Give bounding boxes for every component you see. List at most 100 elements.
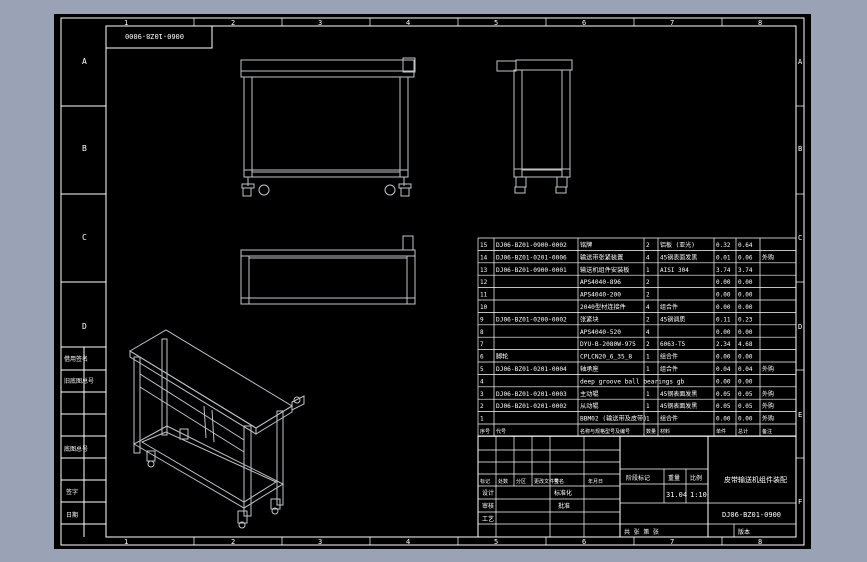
bom-cell-code: DJ06-BZ01-0201-0002 — [496, 403, 567, 410]
bom-cell-qty: 2 — [646, 279, 650, 286]
bom-cell-note: 外购 — [762, 415, 774, 423]
bom-cell-unit_weight: 0.00 — [716, 354, 731, 361]
bom-cell-qty: 1 — [646, 366, 650, 373]
change-header: 标记 — [480, 478, 490, 485]
bom-header-code: 代号 — [496, 428, 506, 435]
bom-cell-no: 15 — [480, 242, 488, 249]
bom-cell-no: 3 — [480, 391, 484, 398]
version-label: 版本 — [738, 528, 750, 536]
bom-header-material: 材料 — [660, 428, 670, 435]
bom-cell-no: 4 — [480, 378, 484, 385]
weight-value: 31.04 — [666, 491, 687, 499]
bom-cell-name: BBM02 (输送带及皮带) — [580, 415, 647, 423]
bom-cell-name: 从动辊 — [580, 402, 599, 410]
bom-header-total_weight: 总计 — [738, 428, 748, 435]
strip-label: 旧底图总号 — [64, 377, 94, 385]
change-header: 分区 — [516, 478, 526, 485]
bom-cell-qty: 1 — [646, 354, 650, 361]
bom-cell-name: 张紧块 — [580, 315, 599, 323]
bom-cell-code: 脚轮 — [496, 353, 508, 361]
bom-cell-unit_weight: 0.11 — [716, 316, 731, 323]
bom-cell-name: DYU-B-2080W-975 — [580, 341, 636, 348]
zone-ticks — [193, 18, 804, 545]
bom-cell-name: 轴承座 — [580, 365, 599, 373]
zone-col-label: 5 — [494, 19, 498, 27]
bom-header-no: 序号 — [480, 428, 490, 435]
bom-cell-note: 外购 — [762, 253, 774, 261]
scale-label: 比例 — [690, 474, 702, 482]
role-label: 设计 — [482, 489, 494, 497]
bom-cell-unit_weight: 0.04 — [716, 366, 731, 373]
zone-col-label: 6 — [582, 538, 586, 546]
bom-cell-qty: 2 — [646, 316, 650, 323]
bom-cell-name: APS4040-896 — [580, 279, 621, 286]
bom-cell-total_weight: 0.04 — [738, 366, 753, 373]
zone-col-label: 3 — [318, 19, 322, 27]
bom-cell-material: 组合件 — [660, 415, 678, 423]
bom-cell-unit_weight: 0.00 — [716, 304, 731, 311]
bom-cell-total_weight: 0.00 — [738, 292, 753, 299]
bom-cell-unit_weight: 0.00 — [716, 329, 731, 336]
bom-cell-name: APS4040-520 — [580, 329, 621, 336]
zone-row-label: A — [82, 57, 87, 66]
bom-cell-no: 9 — [480, 316, 484, 323]
zone-row-label: A — [798, 58, 803, 66]
zone-row-label: D — [798, 323, 802, 331]
bom-cell-unit_weight: 0.05 — [716, 391, 731, 398]
zone-col-label: 1 — [124, 19, 128, 27]
zone-col-label: 2 — [231, 19, 235, 27]
front-view — [240, 57, 416, 197]
bom-cell-unit_weight: 0.32 — [716, 242, 731, 249]
bom-cell-total_weight: 0.00 — [738, 378, 753, 385]
bom-cell-code: DJ06-BZ01-0201-0003 — [496, 391, 567, 398]
bom-cell-total_weight: 0.06 — [738, 254, 753, 261]
zone-col-label: 6 — [582, 19, 586, 27]
bom-cell-qty: 4 — [646, 254, 650, 261]
zone-rows-right: A B C D E F — [798, 58, 803, 506]
bom-cell-material: 组合件 — [660, 303, 678, 311]
weight-label: 重量 — [668, 474, 680, 482]
part-name: 皮带输送机组件装配 — [724, 475, 787, 484]
bom-cell-total_weight: 0.00 — [738, 416, 753, 423]
zone-row-label: B — [798, 145, 802, 153]
isometric-view — [129, 329, 305, 529]
bom-cell-note: 外购 — [762, 390, 774, 398]
bom-cell-material: 6063-T5 — [660, 341, 686, 348]
bom-cell-unit_weight: 0.05 — [716, 403, 731, 410]
zone-row-label: B — [82, 144, 87, 153]
bom-cell-no: 13 — [480, 267, 488, 274]
role-label: 工艺 — [482, 515, 494, 523]
bom-cell-total_weight: 0.05 — [738, 391, 753, 398]
bom-cell-qty: 4 — [646, 329, 650, 336]
bom-header-name: 名称与规格型号及编号 — [580, 428, 630, 435]
bom-cell-total_weight: 3.74 — [738, 267, 753, 274]
strip-label: 底图总号 — [64, 445, 88, 453]
bom-cell-unit_weight: 0.00 — [716, 416, 731, 423]
bom-cell-qty: 2 — [646, 341, 650, 348]
bom-cell-unit_weight: 3.74 — [716, 267, 731, 274]
bom-cell-code: DJ06-BZ01-0201-0006 — [496, 254, 567, 261]
zone-row-label: F — [798, 498, 802, 506]
drawing-sheet: 1 2 3 4 5 6 7 8 1 2 3 4 5 6 7 8 A B C D — [54, 14, 811, 549]
scale-value: 1:10 — [690, 491, 707, 499]
bom-cell-qty: 2 — [646, 292, 650, 299]
side-view — [496, 59, 573, 194]
bom-cell-unit_weight: 0.00 — [716, 378, 731, 385]
role-label: 审核 — [482, 502, 494, 510]
bom-header-qty: 数量 — [646, 428, 656, 435]
bom-cell-material: 45钢调质 — [660, 315, 685, 323]
bom-cell-code: DJ06-BZ01-0201-0004 — [496, 366, 567, 373]
bom-cell-no: 10 — [480, 304, 488, 311]
strip-label: 签字 — [66, 488, 78, 496]
role-label: 批准 — [558, 502, 570, 510]
bom-cell-no: 7 — [480, 341, 484, 348]
zone-rows-left: A B C D — [82, 57, 87, 331]
zone-col-label: 7 — [670, 538, 674, 546]
role-label: 标准化 — [554, 489, 572, 497]
bom-cell-material: 45钢表面发黑 — [660, 402, 697, 410]
zone-col-label: 4 — [406, 19, 410, 27]
zone-col-label: 8 — [758, 19, 762, 27]
zone-columns-bottom: 1 2 3 4 5 6 7 8 — [124, 538, 762, 546]
zone-col-label: 3 — [318, 538, 322, 546]
